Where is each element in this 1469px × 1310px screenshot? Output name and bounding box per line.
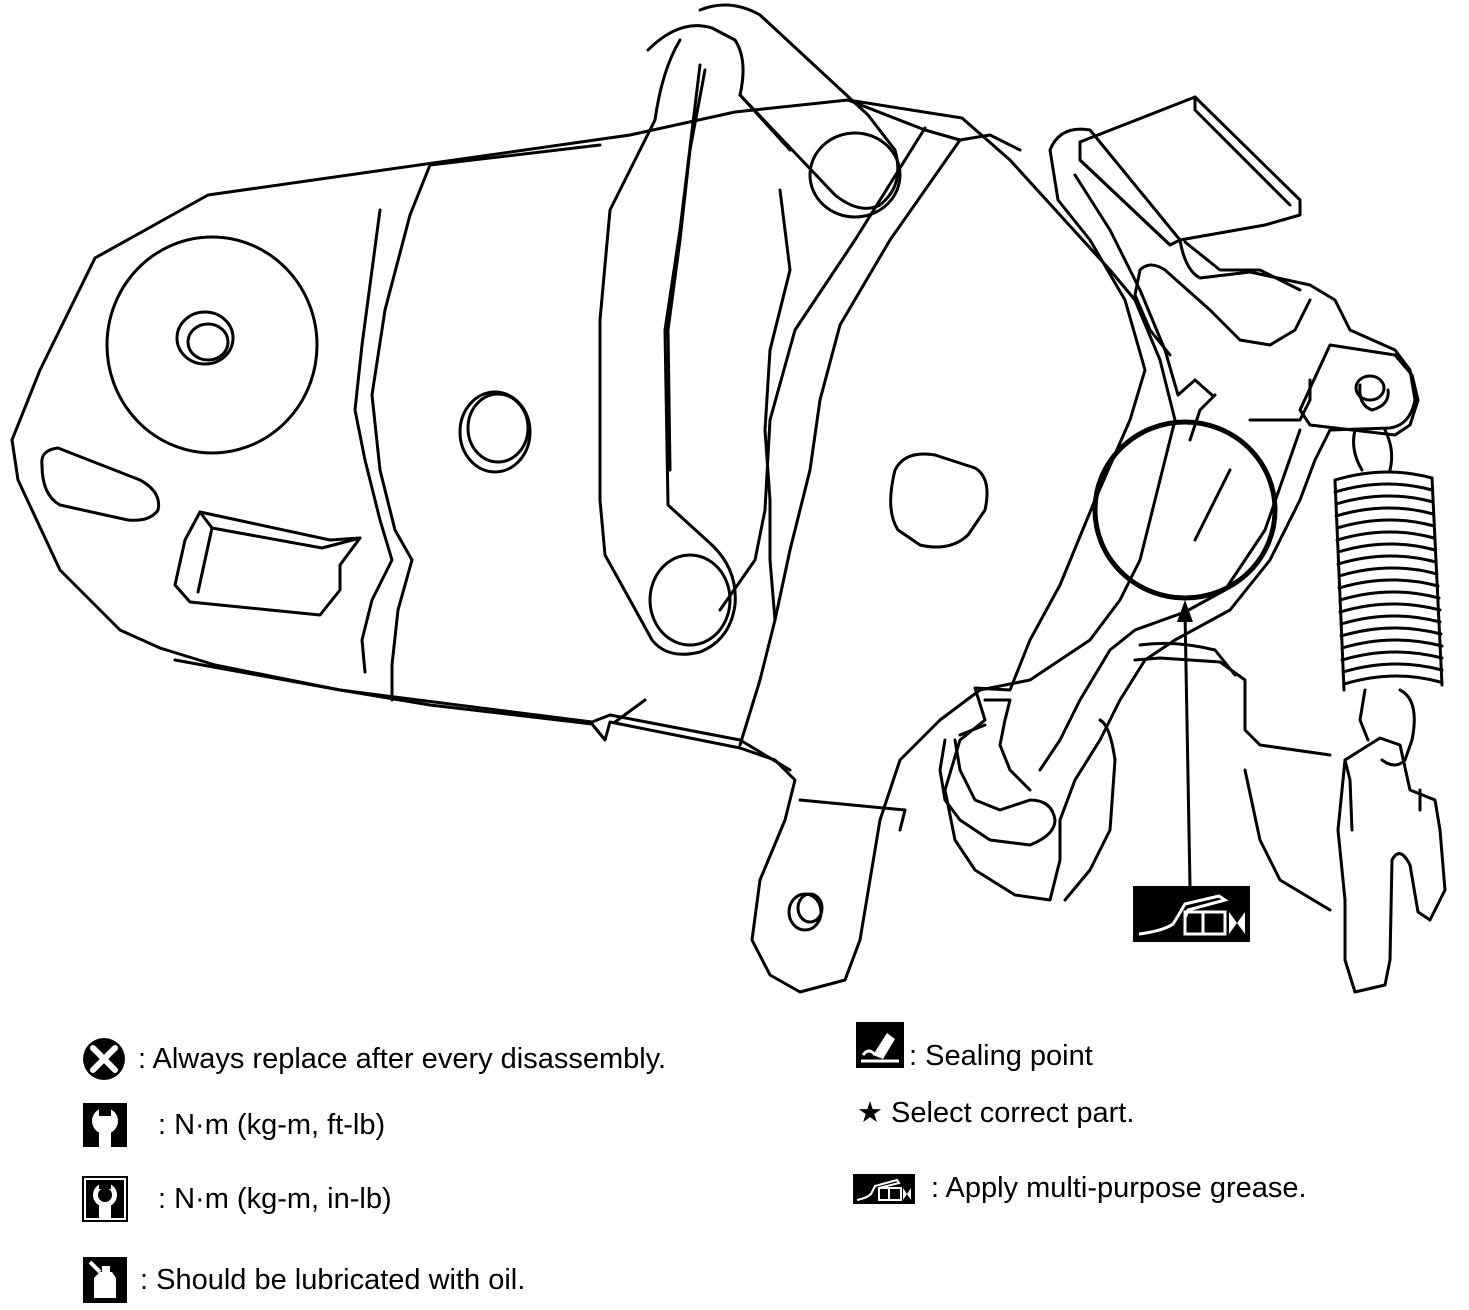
torque-in-lb-icon bbox=[82, 1176, 128, 1222]
coil-spring bbox=[1333, 428, 1444, 767]
spring-anchor bbox=[1298, 343, 1420, 437]
left-boss bbox=[105, 235, 319, 455]
legend-text: ★ Select correct part. bbox=[857, 1097, 1135, 1129]
legend-item-sealing-point: : Sealing point bbox=[855, 1018, 1093, 1071]
multi-purpose-grease-icon bbox=[1133, 886, 1250, 942]
legend-text: : Apply multi-purpose grease. bbox=[931, 1171, 1307, 1204]
base-plate bbox=[10, 98, 1177, 994]
left-hole bbox=[175, 310, 235, 366]
legend-text: : N·m (kg-m, ft-lb) bbox=[158, 1108, 386, 1141]
legend-item-grease: : Apply multi-purpose grease. bbox=[853, 1170, 1307, 1206]
center-boss bbox=[458, 390, 532, 474]
multi-purpose-grease-icon bbox=[853, 1174, 915, 1204]
right-hole bbox=[889, 452, 989, 549]
legend-text: : Always replace after every disassembly… bbox=[138, 1042, 667, 1075]
legend-item-always-replace: : Always replace after every disassembly… bbox=[80, 1037, 666, 1081]
legend-text: : Should be lubricated with oil. bbox=[140, 1263, 526, 1296]
striker-rod bbox=[646, 3, 900, 210]
sealing-point-icon bbox=[856, 1021, 904, 1068]
lubricate-oil-icon bbox=[83, 1257, 127, 1303]
grease-point-circle bbox=[1092, 419, 1278, 601]
hood-lock-diagram bbox=[10, 3, 1447, 994]
secondary-latch bbox=[1336, 736, 1447, 994]
latch-lever bbox=[943, 127, 1417, 902]
left-slot bbox=[40, 446, 161, 522]
callout-arrow bbox=[1183, 610, 1192, 888]
legend-item-torque-in-lb: : N·m (kg-m, in-lb) bbox=[82, 1176, 392, 1222]
legend-item-torque-ft-lb: : N·m (kg-m, ft-lb) bbox=[82, 1102, 385, 1148]
tab-cutout bbox=[173, 510, 362, 617]
always-replace-icon bbox=[83, 1038, 125, 1080]
legend-item-select-part: ★ Select correct part. bbox=[857, 1099, 1134, 1128]
upper-bracket bbox=[1078, 95, 1302, 247]
legend-item-lubricate-oil: : Should be lubricated with oil. bbox=[82, 1256, 525, 1304]
lower-hole bbox=[787, 892, 823, 932]
legend-text: : N·m (kg-m, in-lb) bbox=[158, 1182, 392, 1215]
torque-ft-lb-icon bbox=[83, 1103, 127, 1147]
legend-text: : Sealing point bbox=[909, 1040, 1093, 1072]
